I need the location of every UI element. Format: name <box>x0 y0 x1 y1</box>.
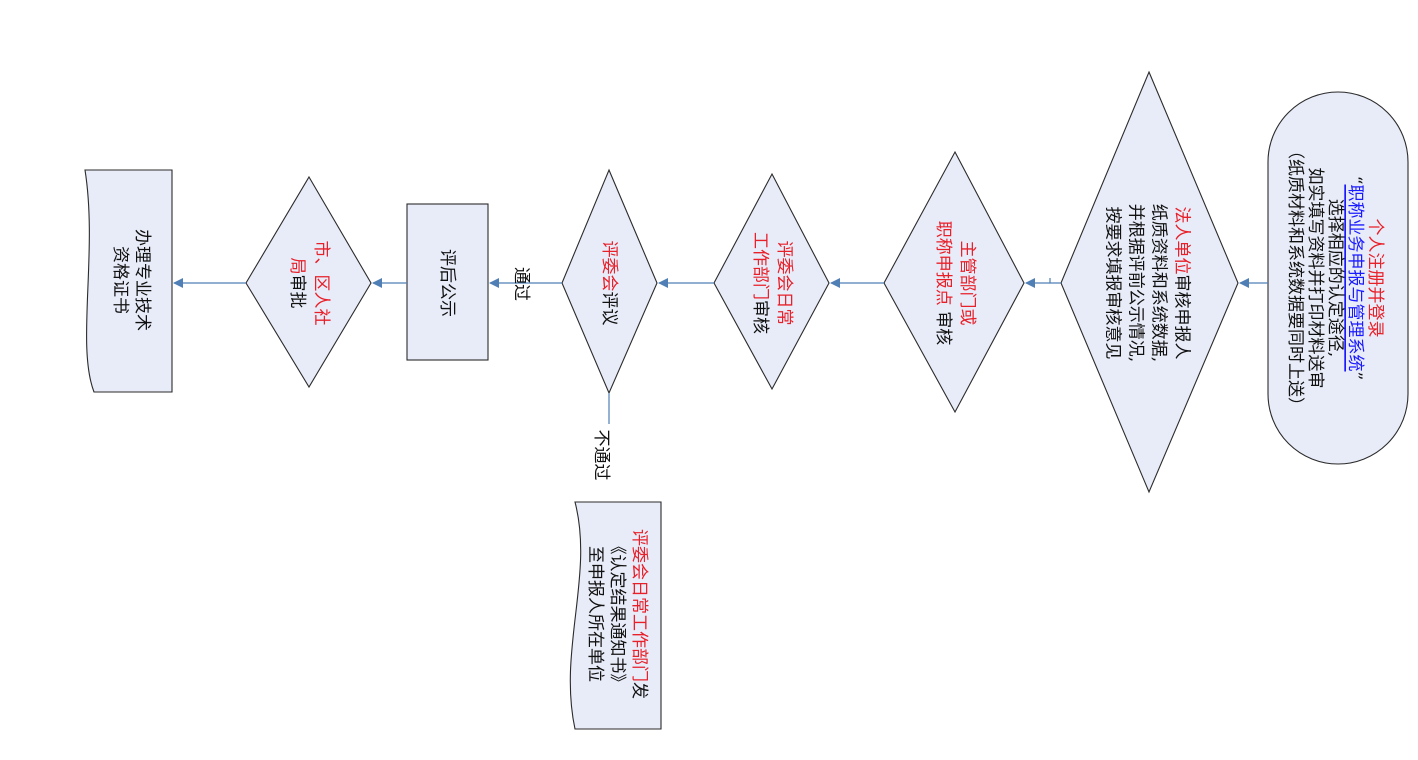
publicity-text: 评后公示 <box>437 249 457 317</box>
employer-text-segment: 审核申报人 <box>1172 275 1192 360</box>
certificate-line: 办理专业技术 <box>132 229 152 331</box>
employer-text-segment: 按要求填报审核意见 <box>1103 207 1123 360</box>
review-line: 评委会评议 <box>599 241 619 326</box>
start-line: （纸质材料和系统数据要同时上送） <box>1285 142 1305 414</box>
employer-line: 纸质资料和系统数据, <box>1149 204 1169 362</box>
office-text-segment: 评委会日常 <box>774 241 794 326</box>
start-text: 个人注册并登录“职称业务申报与管理系统”选择相应的认定途径,如实填写资料并打印材… <box>1285 142 1385 414</box>
approval-text-segment: 市、区人社 <box>311 241 331 326</box>
notice-line: 《认定结果通知书》 <box>607 538 627 691</box>
start-line: 选择相应的认定途径, <box>1325 199 1345 357</box>
dept-review-node <box>883 150 1025 414</box>
certificate-text-segment: 办理专业技术 <box>132 229 152 331</box>
employer-line: 并根据评前公示情况, <box>1126 204 1146 362</box>
start-text-segment: 个人注册并登录 <box>1365 219 1385 338</box>
approval-line: 局审批 <box>287 258 307 309</box>
notice-text-segment: 《认定结果通知书》 <box>607 538 627 691</box>
start-text-segment: 选择相应的认定途径, <box>1325 199 1345 357</box>
certificate-line: 资格证书 <box>110 246 130 314</box>
notice-line: 至申报人所在单位 <box>585 546 605 682</box>
publicity-text-segment: 评后公示 <box>437 249 457 317</box>
dept-line: 职称申报点 审核 <box>933 221 953 345</box>
dept-text-segment: 主管部门或 <box>957 241 977 326</box>
office-line: 评委会日常 <box>774 241 794 326</box>
approval-node <box>245 175 372 389</box>
office-text-segment: 审核 <box>750 300 770 334</box>
employer-text-segment: 并根据评前公示情况, <box>1126 204 1146 362</box>
notice-line: 评委会日常工作部门发 <box>629 529 649 699</box>
approval-text-segment: 审批 <box>287 275 307 309</box>
employer-line: 按要求填报审核意见 <box>1103 207 1123 360</box>
employer-text-segment: 纸质资料和系统数据, <box>1149 204 1169 362</box>
start-text-segment: （纸质材料和系统数据要同时上送） <box>1285 142 1305 414</box>
employer-review-node <box>1060 70 1239 494</box>
certificate-node <box>84 169 173 393</box>
start-text-segment: 如实填写资料并打印材料送审 <box>1305 168 1325 389</box>
approval-line: 市、区人社 <box>311 241 331 326</box>
notice-node <box>569 501 662 730</box>
fail-label: 不通过 <box>591 430 611 481</box>
connectors <box>173 278 1268 424</box>
employer-text-segment: 法人单位 <box>1172 207 1192 275</box>
notice-text-segment: 至申报人所在单位 <box>585 546 605 682</box>
office-text-segment: 工作部门 <box>750 232 770 300</box>
employer-line: 法人单位审核申报人 <box>1172 207 1192 360</box>
start-text-segment: ” <box>1345 372 1365 381</box>
dept-text-segment: 审核 <box>933 306 953 345</box>
review-text-segment: 评议 <box>599 292 619 326</box>
start-line: 个人注册并登录 <box>1365 219 1385 338</box>
committee-review-text: 评委会评议 <box>599 241 619 326</box>
start-line: “职称业务申报与管理系统” <box>1345 176 1365 380</box>
office-review-node <box>713 172 830 391</box>
start-node <box>1267 91 1409 465</box>
notice-text: 评委会日常工作部门发《认定结果通知书》至申报人所在单位 <box>585 529 649 699</box>
notice-text-segment: 评委会日常工作部门 <box>629 529 649 682</box>
start-text-segment: 职称业务申报与管理系统 <box>1345 185 1365 372</box>
review-text-segment: 评委会 <box>599 241 619 292</box>
start-text-segment: “ <box>1345 176 1365 185</box>
dept-text-segment: 职称申报点 <box>933 221 953 306</box>
certificate-text-segment: 资格证书 <box>110 246 130 314</box>
office-line: 工作部门审核 <box>750 232 770 334</box>
pass-label: 通过 <box>511 267 531 301</box>
dept-line: 主管部门或 <box>957 241 977 326</box>
publicity-node <box>406 203 489 361</box>
notice-text-segment: 发 <box>629 682 649 699</box>
publicity-line: 评后公示 <box>437 249 457 317</box>
approval-text-segment: 局 <box>287 258 307 275</box>
start-line: 如实填写资料并打印材料送审 <box>1305 168 1325 389</box>
